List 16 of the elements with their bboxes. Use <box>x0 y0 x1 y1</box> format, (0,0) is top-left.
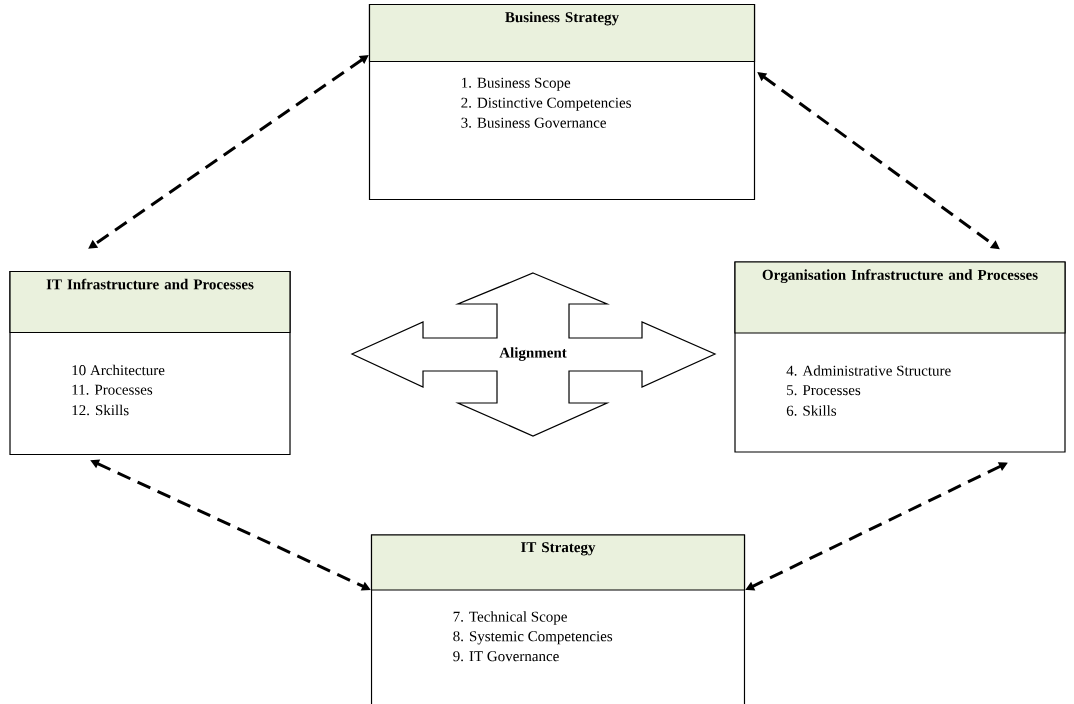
list-item: 5. Processes <box>787 385 861 396</box>
box-title: IT Strategy <box>521 542 596 556</box>
list-item: 11. Processes <box>72 384 153 395</box>
list-item: 8. Systemic Competencies <box>453 631 613 645</box>
list-item: 7. Technical Scope <box>453 611 567 625</box>
box-title: IT Infrastructure and Processes <box>46 278 254 290</box>
list-item: 1. Business Scope <box>462 77 571 91</box>
list-item: 3. Business Governance <box>461 117 606 128</box>
list-item: 12. Skills <box>72 404 129 416</box>
list-item: 10 Architecture <box>72 364 165 376</box>
list-item: 4. Administrative Structure <box>786 365 951 376</box>
list-item: 2. Distinctive Competencies <box>461 97 631 111</box>
list-item: 9. IT Governance <box>453 651 559 662</box>
box-title: Business Strategy <box>505 11 619 26</box>
list-item: 6. Skills <box>786 405 837 416</box>
box-title: Organisation Infrastructure and Processes <box>762 269 1038 284</box>
